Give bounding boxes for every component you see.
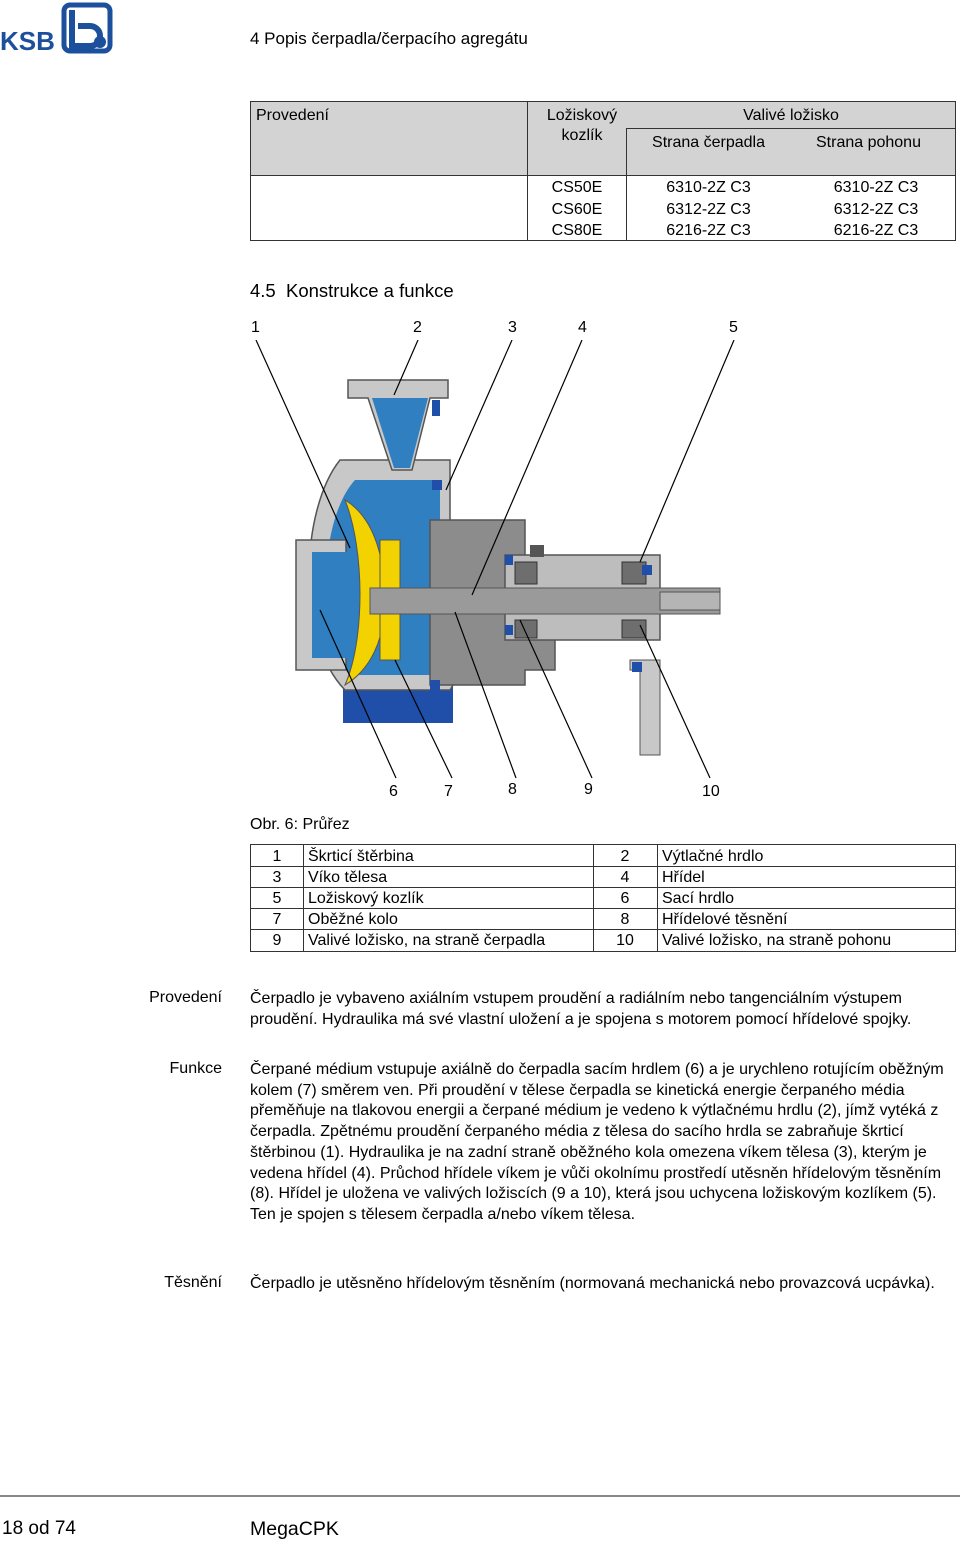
legend-label: Výtlačné hrdlo	[662, 848, 764, 865]
discharge-fluid	[372, 398, 428, 468]
table-cell-pump-side: 6312-2Z C3	[666, 201, 751, 218]
callout-label: 2	[413, 319, 422, 336]
function-label: Funkce	[169, 1060, 222, 1077]
legend-number: 7	[272, 911, 282, 928]
legend-label: Valivé ložisko, na straně čerpadla	[308, 932, 546, 949]
legend-label: Valivé ložisko, na straně pohonu	[662, 932, 892, 949]
callout-label: 3	[508, 319, 517, 336]
callout-label: 9	[584, 781, 593, 798]
figure-caption: Obr. 6: Průřez	[250, 816, 350, 834]
legend-table: 1 Škrticí štěrbina 2 Výtlačné hrdlo 3 Ví…	[250, 844, 956, 952]
legend-number: 8	[620, 911, 630, 928]
section-heading: Konstrukce a funkce	[286, 280, 454, 301]
header-title: 4 Popis čerpadla/čerpacího agregátu	[250, 29, 528, 48]
sealing-paragraph: Čerpadlo je utěsněno hřídelovým těsněním…	[250, 1275, 935, 1292]
table-cell-bracket: CS80E	[551, 222, 603, 239]
design-label: Provedení	[149, 989, 222, 1006]
figure-caption-text: Průřez	[302, 816, 350, 833]
legend-number: 10	[616, 932, 634, 949]
bearing-table-header	[251, 102, 955, 176]
header-design: Provedení	[256, 107, 329, 124]
table-cell-bracket: CS60E	[551, 201, 603, 218]
legend-label: Sací hrdlo	[662, 890, 735, 907]
page-number: 18 od 74	[2, 1518, 76, 1539]
table-cell-pump-side: 6216-2Z C3	[666, 222, 751, 239]
bolts	[430, 400, 652, 692]
section-title: 4.5 Konstrukce a funkce	[250, 280, 454, 302]
table-cell-drive-side: 6216-2Z C3	[833, 222, 919, 239]
table-cell-drive-side: 6310-2Z C3	[833, 179, 919, 196]
legend-label: Škrticí štěrbina	[308, 848, 414, 865]
legend-number: 1	[272, 848, 282, 865]
pump-cross-section	[255, 340, 735, 779]
bearing-pump-side	[514, 561, 538, 585]
bearing-table: Provedení Ložiskový kozlík Valivé ložisk…	[250, 101, 956, 241]
header-bearing: Valivé ložisko	[743, 107, 839, 124]
legend-label: Oběžné kolo	[308, 911, 398, 928]
figure-caption-prefix: Obr. 6:	[250, 816, 299, 833]
sealing-label: Těsnění	[164, 1274, 222, 1291]
callout-label: 8	[508, 781, 517, 798]
table-cell-pump-side: 6310-2Z C3	[666, 179, 751, 196]
header-bracket: Ložiskový kozlík	[546, 107, 618, 144]
footer-divider	[0, 1495, 960, 1497]
support-foot	[629, 659, 661, 756]
callout-label: 7	[444, 783, 453, 800]
header-pump-side: Strana čerpadla	[652, 134, 765, 151]
leader-lines	[255, 340, 735, 779]
callout-label: 6	[389, 783, 398, 800]
legend-label: Hřídelové těsnění	[662, 911, 788, 928]
impeller	[343, 498, 386, 687]
header-drive-side: Strana pohonu	[816, 134, 921, 151]
legend-number: 4	[620, 869, 630, 886]
callout-label: 10	[702, 783, 720, 800]
logo-text: KSB	[0, 26, 55, 54]
legend-number: 9	[272, 932, 282, 949]
callout-label: 5	[729, 319, 738, 336]
legend-number: 3	[272, 869, 282, 886]
legend-label: Ložiskový kozlík	[308, 890, 424, 907]
table-cell-bracket: CS50E	[551, 179, 603, 196]
legend-label: Víko tělesa	[308, 869, 388, 886]
legend-number: 2	[620, 848, 630, 865]
legend-number: 6	[620, 890, 630, 907]
table-cell-drive-side: 6312-2Z C3	[833, 201, 919, 218]
legend-number: 5	[272, 890, 282, 907]
product-name: MegaCPK	[250, 1518, 339, 1540]
suction-fluid	[312, 552, 348, 658]
function-paragraph: Čerpané médium vstupuje axiálně do čerpa…	[250, 1061, 944, 1223]
legend-label: Hřídel	[662, 869, 705, 886]
callout-label: 1	[251, 319, 260, 336]
section-number: 4.5	[250, 280, 276, 301]
design-paragraph: Čerpadlo je vybaveno axiálním vstupem pr…	[250, 990, 912, 1028]
callout-label: 4	[578, 319, 587, 336]
ksb-logo: KSB	[0, 2, 115, 56]
